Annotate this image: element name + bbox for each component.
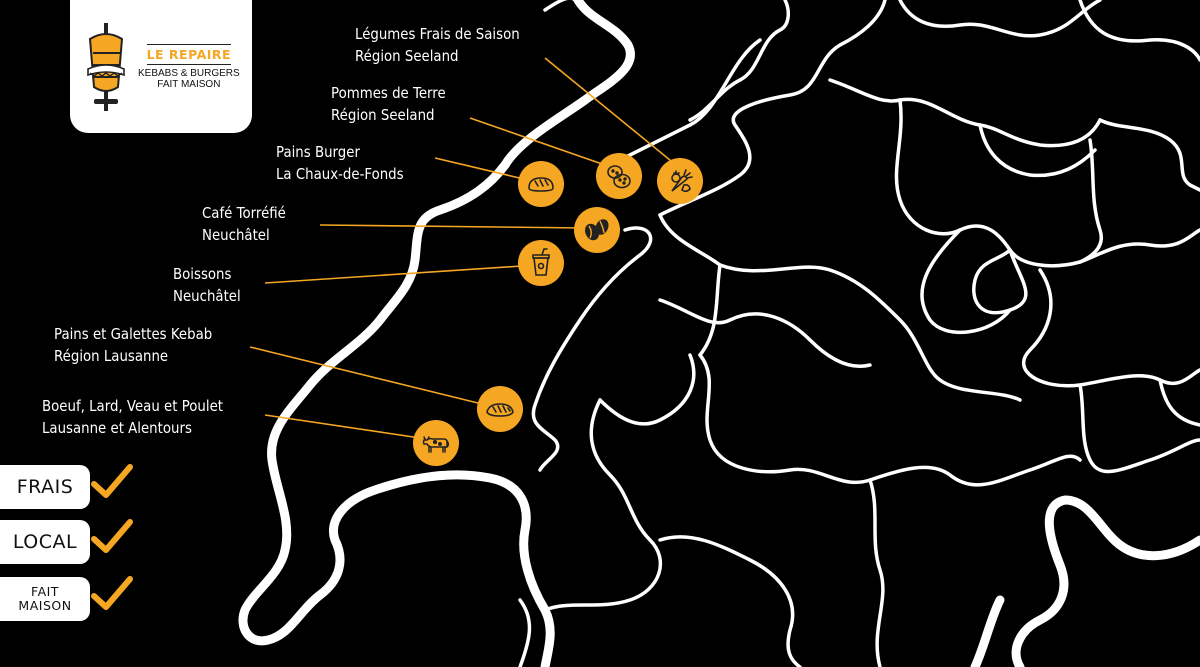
badge-label: LOCAL bbox=[12, 531, 78, 553]
border-line-main bbox=[238, 0, 635, 667]
checkmark-icon bbox=[91, 519, 133, 553]
supplier-label-potatoes: Pommes de Terre Région Seeland bbox=[331, 82, 446, 126]
kebab-logo-icon bbox=[87, 22, 125, 111]
badge-frais: FRAIS bbox=[0, 465, 90, 509]
pin-vegetables[interactable] bbox=[657, 158, 703, 204]
pin-bread[interactable] bbox=[518, 161, 564, 207]
pin-potatoes[interactable] bbox=[596, 153, 642, 199]
checkmark-icon bbox=[91, 576, 133, 610]
badge-label: FAIT MAISON bbox=[18, 585, 71, 613]
supplier-product: Pains Burger bbox=[276, 143, 360, 161]
brand-name: LE REPAIRE bbox=[146, 43, 232, 65]
supplier-region: Région Seeland bbox=[355, 47, 459, 65]
pin-drinks[interactable] bbox=[518, 240, 564, 286]
badge-fait-maison: FAIT MAISON bbox=[0, 577, 90, 621]
supplier-region: Région Lausanne bbox=[54, 347, 169, 365]
leader-line-vegetables bbox=[544, 57, 677, 166]
drink-cup-icon bbox=[532, 248, 550, 276]
supplier-product: Pommes de Terre bbox=[331, 84, 446, 102]
leader-line-meat bbox=[264, 414, 421, 439]
cow-icon bbox=[422, 436, 450, 453]
supplier-product: Boissons bbox=[173, 265, 232, 283]
pin-coffee[interactable] bbox=[574, 207, 620, 253]
kebab-bread-icon bbox=[486, 403, 514, 417]
supplier-region: Lausanne et Alentours bbox=[42, 419, 192, 437]
supplier-label-kebab-bread: Pains et Galettes Kebab Région Lausanne bbox=[54, 323, 212, 367]
supplier-product: Légumes Frais de Saison bbox=[355, 25, 520, 43]
supplier-product: Pains et Galettes Kebab bbox=[54, 325, 213, 343]
brand-logo-card: LE REPAIRE KEBABS & BURGERS FAIT MAISON bbox=[70, 0, 252, 133]
leader-line-kebab-bread bbox=[249, 346, 483, 405]
brand-tagline-1: KEBABS & BURGERS bbox=[138, 67, 240, 79]
border-line-east bbox=[1011, 495, 1200, 667]
supplier-region: La Chaux-de-Fonds bbox=[276, 165, 404, 183]
leader-line-potatoes bbox=[469, 117, 606, 166]
vegetables-icon bbox=[671, 169, 693, 193]
supplier-region: Région Seeland bbox=[331, 106, 435, 124]
pin-meat[interactable] bbox=[413, 420, 459, 466]
supplier-label-drinks: Boissons Neuchâtel bbox=[173, 263, 241, 307]
supplier-region: Neuchâtel bbox=[173, 287, 241, 305]
brand-tagline-2: FAIT MAISON bbox=[157, 78, 221, 90]
leader-line-bread bbox=[434, 157, 529, 181]
badge-line-2: MAISON bbox=[18, 598, 72, 613]
supplier-product: Boeuf, Lard, Veau et Poulet bbox=[42, 397, 224, 415]
supplier-label-vegetables: Légumes Frais de Saison Région Seeland bbox=[355, 23, 520, 67]
coffee-bean-icon bbox=[584, 219, 609, 241]
supplier-label-bread: Pains Burger La Chaux-de-Fonds bbox=[276, 141, 404, 185]
badge-label: FRAIS bbox=[16, 476, 74, 498]
supplier-label-meat: Boeuf, Lard, Veau et Poulet Lausanne et … bbox=[42, 395, 223, 439]
supplier-product: Café Torréfié bbox=[202, 204, 286, 222]
leader-line-coffee bbox=[319, 224, 587, 229]
badge-local: LOCAL bbox=[0, 520, 90, 564]
badge-line-1: FAIT bbox=[31, 584, 59, 599]
border-line-south bbox=[970, 595, 1005, 667]
leader-line-drinks bbox=[264, 265, 523, 284]
checkmark-icon bbox=[91, 464, 133, 498]
bread-icon bbox=[528, 177, 554, 192]
pin-kebab-bread[interactable] bbox=[477, 386, 523, 432]
potatoes-icon bbox=[607, 165, 631, 189]
supplier-label-coffee: Café Torréfié Neuchâtel bbox=[202, 202, 286, 246]
supplier-region: Neuchâtel bbox=[202, 226, 270, 244]
